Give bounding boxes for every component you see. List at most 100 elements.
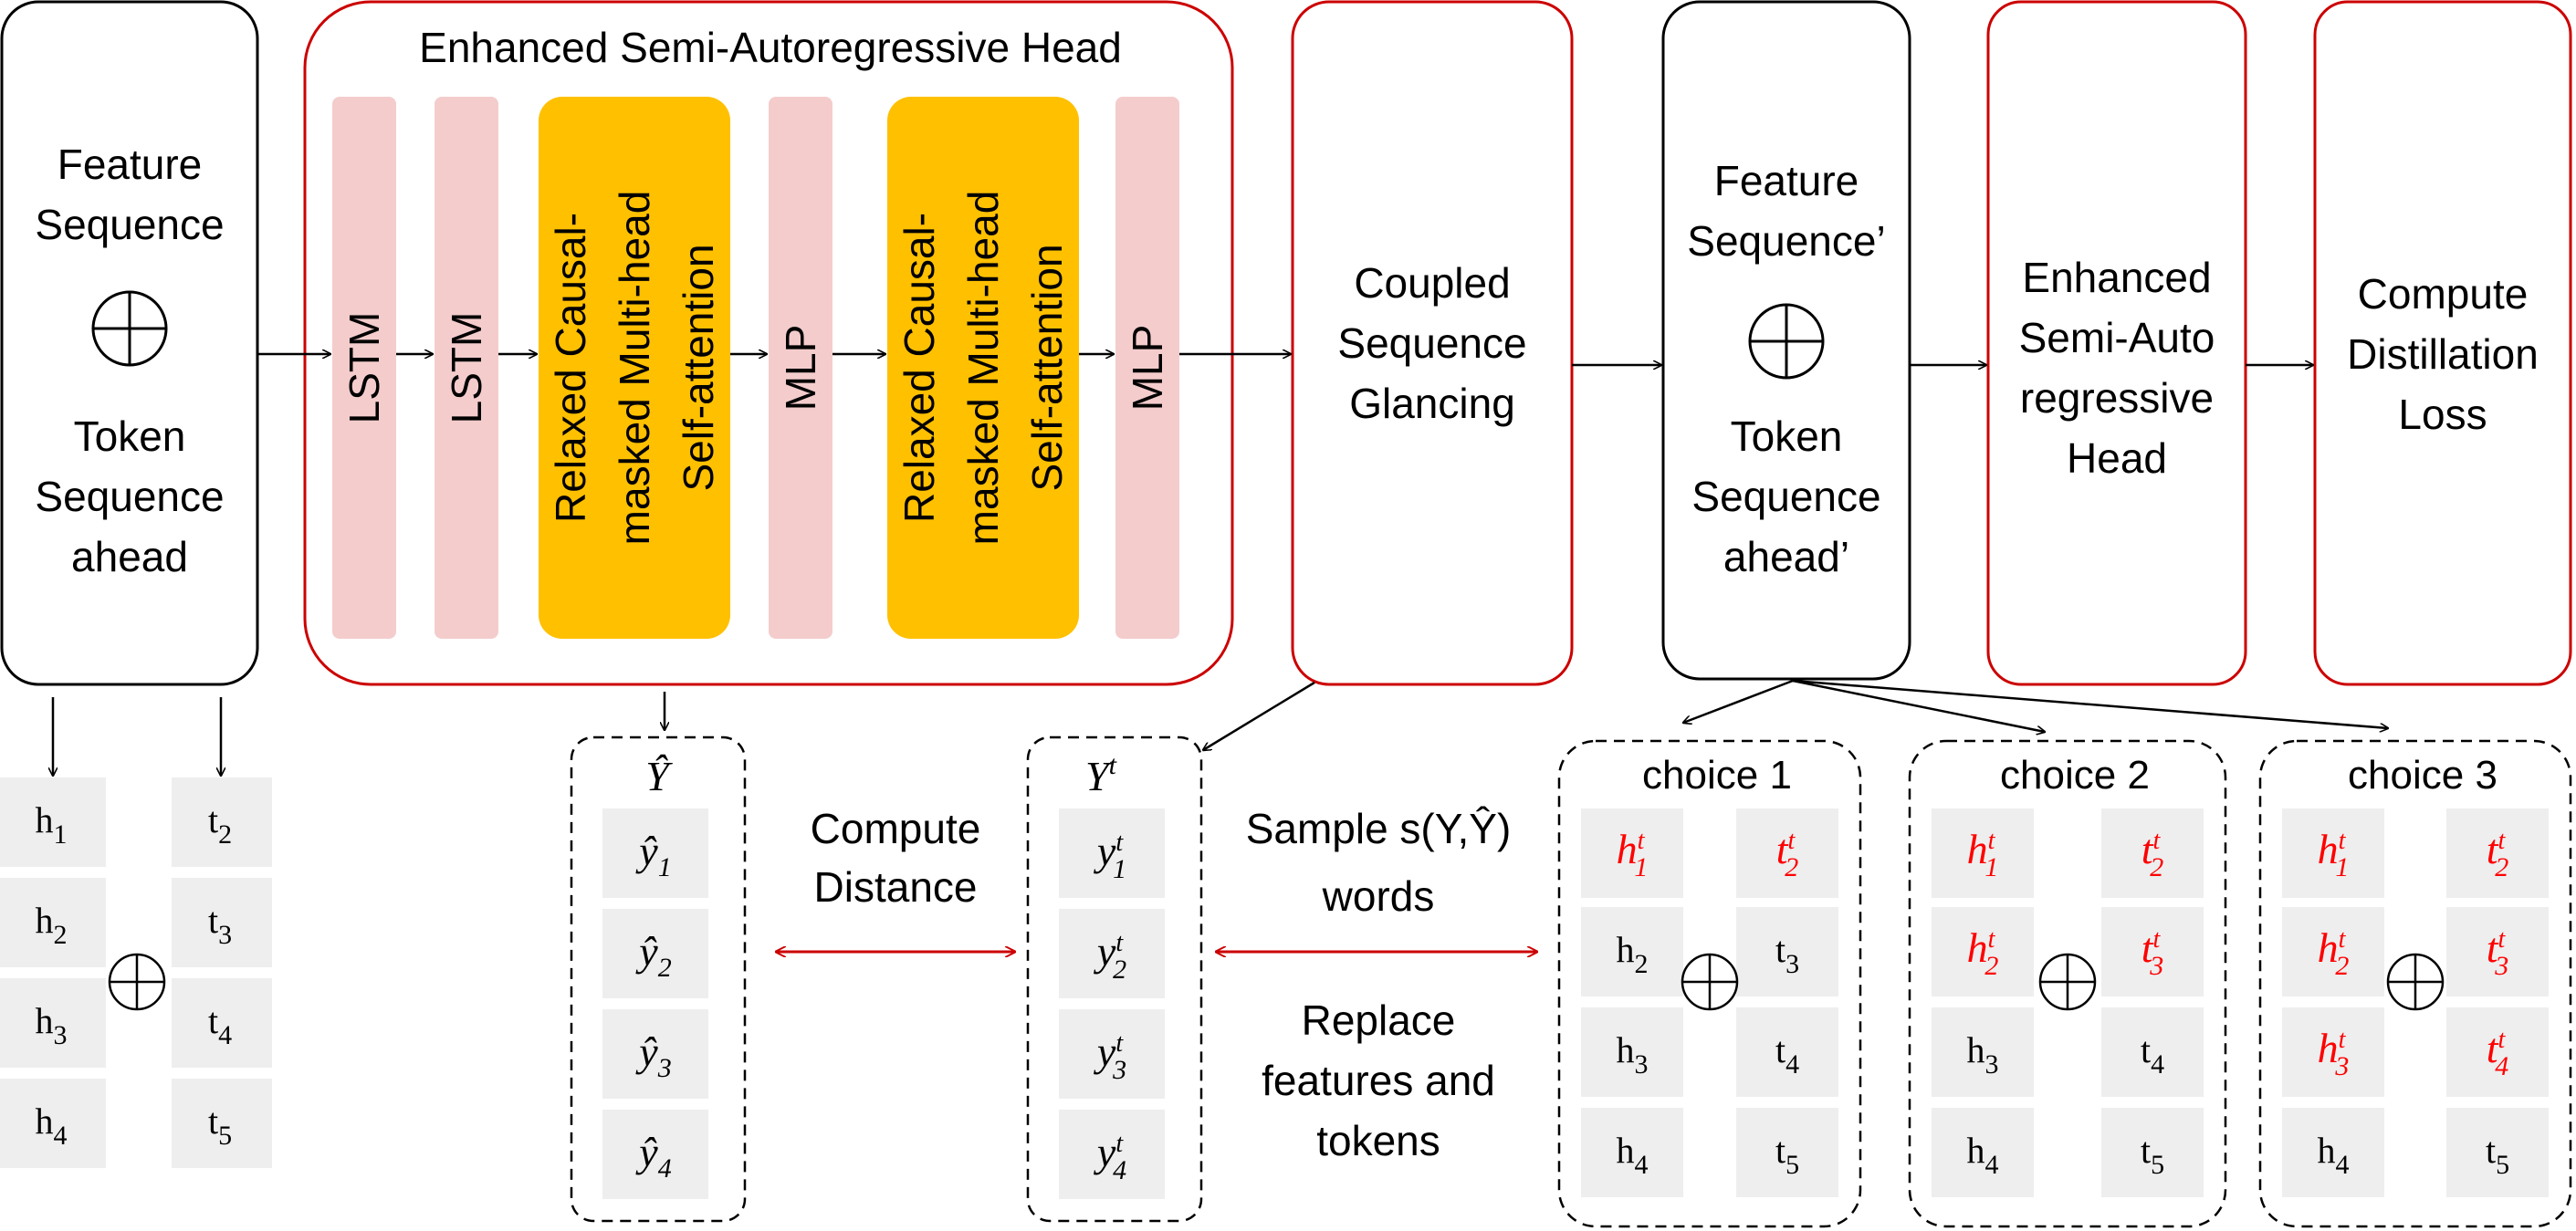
choice-t-cell [2446,1007,2549,1097]
h-cell-label: h4 [36,1101,68,1151]
attention-block-1 [539,97,730,639]
feature-prime-text-3: Token [1731,412,1843,460]
yhat-cell-label: ŷ3 [635,1028,671,1083]
semi-ar-head-box-text-4: Head [2067,434,2167,482]
choice-t-cell [2446,808,2549,898]
mlp-label-1: MLP [777,325,824,412]
input-box-text-3: Token [74,412,186,460]
lstm-layer-2 [435,97,498,639]
attention-1-line-1: Relaxed Causal- [547,213,594,523]
semi-ar-head-title: Enhanced Semi-Autoregressive Head [419,24,1122,71]
choice-h-cell [2282,907,2384,996]
h-cell-label: h1 [36,799,68,850]
flow-arrows [53,354,2388,776]
choice-h-cell [1581,1007,1683,1097]
t-cell-label: t4 [208,1000,232,1050]
sample-text-2: words [1322,872,1435,920]
mlp-label-2: MLP [1124,325,1171,412]
compute-distance-text-2: Distance [814,863,978,911]
replace-text-3: tokens [1316,1117,1440,1164]
choice-t-cell [1736,1007,1838,1097]
h-cell-label: h3 [36,1000,68,1050]
choice-t-cell [2101,1108,2204,1197]
attention-1-line-3: Self-attention [675,244,722,491]
feature-prime-text-2: Sequence’ [1687,217,1885,265]
choice-t-label: t5 [2141,1130,2164,1180]
feature-prime-box: Feature Sequence’ Token Sequence ahead’ [1661,0,1911,681]
choice-h-cell [1932,1108,2034,1197]
choice-h-cell [2282,1007,2384,1097]
choice-h-label: h3 [1967,1029,1999,1080]
choice-h-cell [1581,907,1683,996]
choice-h-cell [1581,1108,1683,1197]
choice-t-cell [2446,1108,2549,1197]
yhat-label: Ŷ [645,753,673,799]
plus-icon [1681,953,1739,1011]
attention-block-2 [887,97,1079,639]
choice-h-label: h3 [1617,1029,1649,1080]
feature-prime-text-4: Sequence [1691,473,1880,520]
distillation-text-3: Loss [2398,391,2487,438]
choice-title: choice 1 [1642,753,1792,798]
distillation-text-2: Distillation [2347,330,2539,378]
input-box-text-2: Sequence [35,201,224,248]
choice-h-cell [1932,1007,2034,1097]
choice-t-cell [1736,1108,1838,1197]
arrow-glancing-to-yt [1203,681,1315,750]
h-cell [0,1079,106,1168]
input-box-text-1: Feature [58,141,203,188]
plus-icon [1748,303,1825,380]
choice-t-cell [1736,808,1838,898]
choice-h-label: h4 [1617,1130,1649,1180]
feature-prime-text-5: ahead’ [1723,533,1849,580]
choice-t-cell [2446,907,2549,996]
choice-h-label: h4 [1967,1130,1999,1180]
h-cell-label: h2 [36,900,68,950]
arrow-to-choice-3 [1792,679,2388,728]
semi-ar-head-box: Enhanced Semi-Auto regressive Head [1986,0,2247,686]
input-box-text-5: ahead [71,533,188,580]
yhat-cell-label: ŷ1 [635,828,671,882]
choice-t-cell [2101,907,2204,996]
distillation-loss-box: Compute Distillation Loss [2313,0,2572,686]
t-cell [172,1079,272,1168]
choice-h-label: h4 [2318,1130,2350,1180]
attention-2-line-1: Relaxed Causal- [895,213,943,523]
semi-ar-head-box-text-2: Semi-Auto [2019,314,2215,361]
distillation-text-1: Compute [2358,270,2529,318]
semi-ar-head-group: Enhanced Semi-Autoregressive Head LSTM L… [303,0,1234,686]
h-cell [0,978,106,1068]
choice-h-cell [1581,808,1683,898]
choice-h-label: h2 [1617,929,1649,979]
t-cell [172,777,272,867]
yhat-cell [602,909,708,998]
t-cell [172,978,272,1068]
input-box: Feature Sequence Token Sequence ahead [0,0,259,686]
choice-t-label: t4 [2141,1029,2164,1080]
lstm-label-2: LSTM [443,312,490,424]
lstm-label-1: LSTM [340,312,388,424]
input-box-text-4: Sequence [35,473,224,520]
choice-t-label: t5 [2486,1130,2509,1180]
attention-2-line-2: masked Multi-head [959,191,1007,546]
yt-cell [1059,1110,1165,1199]
lstm-layer-1 [332,97,396,639]
choice-t-label: t4 [1775,1029,1799,1080]
yhat-cell-label: ŷ2 [635,928,671,983]
yhat-cell [602,1009,708,1099]
